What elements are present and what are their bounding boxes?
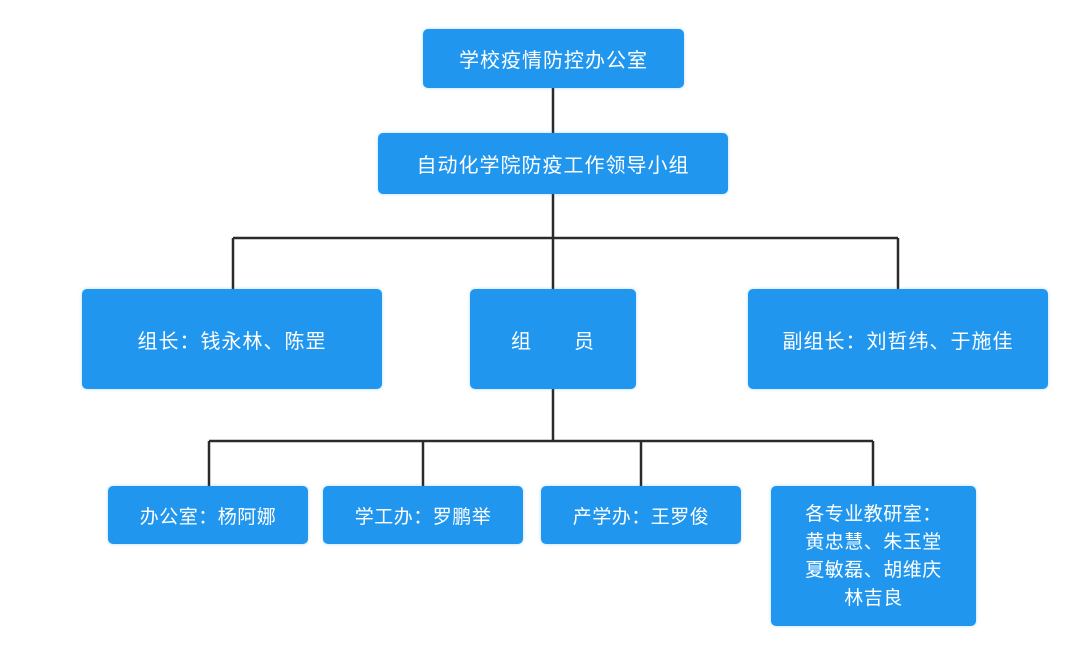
student-affairs-node: 学工办：罗鹏举	[323, 486, 523, 544]
leadership-group-node: 自动化学院防疫工作领导小组	[378, 133, 728, 194]
leader-label: 组长：钱永林、陈罡	[137, 328, 327, 353]
research-rooms-line-3: 夏敏磊、胡维庆	[805, 559, 942, 581]
research-rooms-line-4: 林吉良	[844, 587, 903, 609]
deputy-leader-node: 副组长：刘哲纬、于施佳	[748, 289, 1048, 389]
research-rooms-node: 各专业教研室： 黄忠慧、朱玉堂 夏敏磊、胡维庆 林吉良	[771, 486, 976, 626]
industry-academia-label: 产学办：王罗俊	[572, 505, 710, 528]
root-office-node: 学校疫情防控办公室	[423, 29, 684, 88]
members-node: 组 员	[470, 289, 636, 389]
industry-academia-node: 产学办：王罗俊	[541, 486, 741, 544]
root-office-label: 学校疫情防控办公室	[459, 48, 648, 72]
leadership-group-label: 自动化学院防疫工作领导小组	[416, 153, 690, 177]
student-affairs-label: 学工办：罗鹏举	[354, 505, 492, 528]
research-rooms-line-2: 黄忠慧、朱玉堂	[805, 531, 942, 553]
office-node: 办公室：杨阿娜	[108, 486, 308, 544]
research-rooms-line-1: 各专业教研室：	[805, 503, 942, 525]
members-label: 组 员	[511, 328, 595, 353]
office-label: 办公室：杨阿娜	[139, 505, 277, 528]
deputy-leader-label: 副组长：刘哲纬、于施佳	[782, 328, 1014, 353]
leader-node: 组长：钱永林、陈罡	[82, 289, 382, 389]
